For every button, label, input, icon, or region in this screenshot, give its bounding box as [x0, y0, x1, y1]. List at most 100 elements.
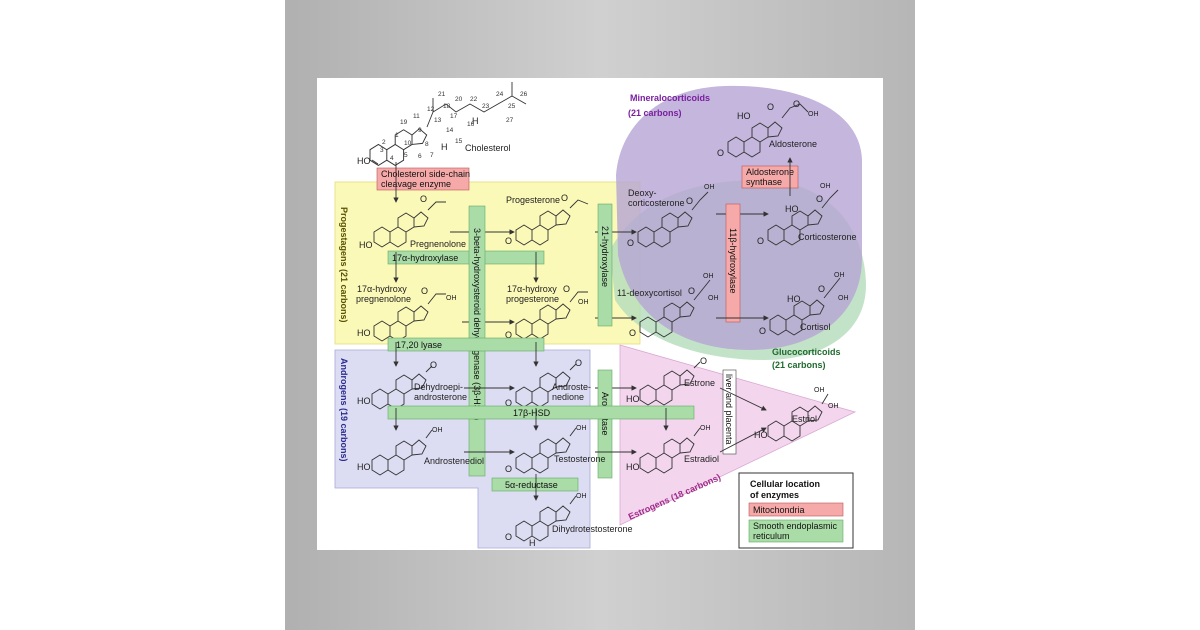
cortisol-structure: HO OH OH O O Cortisol — [759, 272, 849, 336]
chol-num-12: 12 — [427, 106, 435, 113]
estriol-oh-1: OH — [814, 387, 825, 394]
aldo-synthase-label-2: synthase — [746, 177, 782, 187]
mineralocorticoids-carbons: (21 carbons) — [628, 108, 682, 118]
legend-title-1: Cellular location — [750, 479, 820, 489]
chol-num-18: 18 — [443, 103, 451, 110]
progesterone-structure: Progesterone O O — [505, 193, 589, 246]
testosterone-structure: OH O Testosterone — [505, 425, 606, 474]
cortisol-oh-2: OH — [838, 295, 849, 302]
androgens-label: Androgens (19 carbons) — [339, 358, 349, 462]
aldo-o-1: O — [767, 102, 774, 112]
ohpreg-label-1: 17α-hydroxy — [357, 284, 407, 294]
estrone-label: Estrone — [684, 378, 715, 388]
diol-oh: OH — [432, 427, 443, 434]
hydroxypregnenolone-structure: 17α-hydroxy pregnenolone O OH HO — [356, 284, 457, 342]
corticosterone-label: Corticosterone — [798, 232, 857, 242]
ohpreg-o: O — [421, 286, 428, 296]
estrone-o: O — [700, 356, 707, 366]
17a-hydroxylase-label: 17α-hydroxylase — [392, 253, 458, 263]
legend-mitochondria-label: Mitochondria — [753, 505, 805, 515]
testo-o: O — [505, 464, 512, 474]
17b-hsd-label: 17β-HSD — [513, 408, 551, 418]
glucocorticoids-label: Glucocorticoids — [772, 347, 841, 357]
cortisol-o-top: O — [818, 284, 825, 294]
cort-oh: OH — [820, 183, 831, 190]
chol-num-25: 25 — [508, 103, 516, 110]
chol-num-2: 2 — [382, 139, 386, 146]
dhea-o: O — [430, 360, 437, 370]
chol-num-21: 21 — [438, 91, 446, 98]
17-20-lyase-enzyme — [387, 337, 545, 352]
11b-hydroxylase-enzyme — [725, 203, 741, 323]
andro-label-2: nedione — [552, 392, 584, 402]
ohprog-label-2: progesterone — [506, 294, 559, 304]
aldo-synthase-label-1: Aldosterone — [746, 167, 794, 177]
progesterone-label: Progesterone — [506, 195, 560, 205]
cort-ho: HO — [785, 204, 799, 214]
chol-num-8: 8 — [425, 141, 429, 148]
5a-reductase-label: 5α-reductase — [505, 480, 558, 490]
chol-num-27: 27 — [506, 117, 514, 124]
estriol-oh-2: OH — [828, 403, 839, 410]
doc-label-1: Deoxy- — [628, 188, 657, 198]
estriol-ho: HO — [754, 430, 768, 440]
dcol-o: O — [629, 328, 636, 338]
dhea-label-1: Dehydroepi- — [414, 382, 463, 392]
ohprog-o: O — [505, 330, 512, 340]
cort-o: O — [757, 236, 764, 246]
andro-label-1: Androste- — [552, 382, 591, 392]
chol-num-3: 3 — [380, 147, 384, 154]
chol-num-22: 22 — [470, 96, 478, 103]
cortisol-label: Cortisol — [800, 322, 831, 332]
chol-num-7: 7 — [430, 152, 434, 159]
dcol-oh-1: OH — [703, 273, 714, 280]
estriol-structure: OH OH HO Estriol — [754, 387, 839, 442]
estradiol-oh: OH — [700, 425, 711, 432]
chol-h-1: H — [472, 116, 479, 126]
corticosterone-structure: HO O OH O Corticosterone — [757, 183, 857, 246]
dht-oh: OH — [576, 493, 587, 500]
dht-label: Dihydrotestosterone — [552, 524, 633, 534]
ohpreg-oh: OH — [446, 295, 457, 302]
preg-o: O — [420, 194, 427, 204]
pregnenolone-structure: O HO Pregnenolone — [359, 194, 466, 250]
doc-oh: OH — [704, 184, 715, 191]
dht-h: H — [529, 538, 536, 548]
dht-o: O — [505, 532, 512, 542]
chol-ho: HO — [357, 156, 371, 166]
androstenedione-structure: O O Androste- nedione — [505, 358, 591, 408]
glucocorticoids-carbons: (21 carbons) — [772, 360, 826, 370]
testo-oh: OH — [576, 425, 587, 432]
estradiol-label: Estradiol — [684, 454, 719, 464]
prog-o: O — [505, 236, 512, 246]
chol-num-13: 13 — [434, 117, 442, 124]
17b-hsd-enzyme — [387, 405, 695, 420]
chol-num-1: 1 — [395, 132, 399, 139]
andro-o-top: O — [575, 358, 582, 368]
pregnenolone-label: Pregnenolone — [410, 239, 466, 249]
dhea-ho: HO — [357, 396, 371, 406]
hydroxyprogesterone-structure: 17α-hydroxy progesterone O OH O — [505, 284, 589, 340]
cortisol-ho: HO — [787, 294, 801, 304]
side-chain-cleavage-enzyme — [376, 167, 470, 191]
deoxycortisol-structure: 11-deoxycortisol OH OH O O — [617, 273, 719, 338]
ohpreg-ho: HO — [357, 328, 371, 338]
dht-structure: OH O H Dihydrotestosterone — [505, 493, 633, 548]
legend-ser-label-2: reticulum — [753, 531, 790, 541]
legend-ser-label-1: Smooth endoplasmic — [753, 521, 838, 531]
mineralocorticoids-title: Mineralocorticoids — [630, 93, 710, 103]
cholesterol-label: Cholesterol — [465, 143, 511, 153]
aldosterone-label: Aldosterone — [769, 139, 817, 149]
legend-mitochondria-swatch — [748, 502, 844, 517]
liver-placenta-label: liver and placenta — [724, 374, 734, 445]
chol-num-23: 23 — [482, 103, 490, 110]
andro-o: O — [505, 398, 512, 408]
aldo-oh: OH — [808, 111, 819, 118]
mineralocorticoids-label: Mineralocorticoids — [630, 93, 710, 103]
estriol-label: Estriol — [792, 414, 817, 424]
cholesterol-structure: 21 20 22 24 26 25 27 23 18 12 17 13 16 1… — [357, 82, 528, 166]
dcol-oh-2: OH — [708, 295, 719, 302]
preg-ho: HO — [359, 240, 373, 250]
androgens-region — [334, 349, 591, 549]
diol-ho: HO — [357, 462, 371, 472]
